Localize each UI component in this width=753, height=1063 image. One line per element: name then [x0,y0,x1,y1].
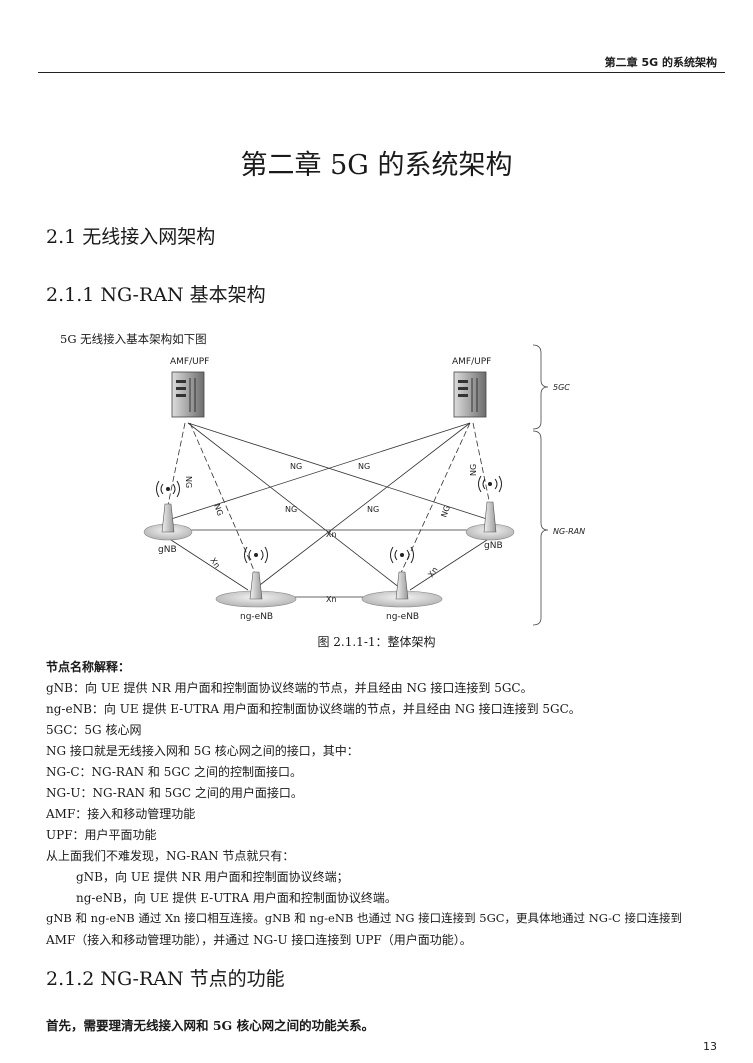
node-definitions-heading: 节点名称解释： [46,660,131,674]
ng-label: NG [358,462,370,471]
ng-label: NG [285,505,297,514]
intro-text: 5G 无线接入基本架构如下图 [60,332,207,346]
body-line: 5GC：5G 核心网 [46,723,142,737]
running-header: 第二章 5G 的系统架构 [604,56,717,69]
body-line: NG-C：NG-RAN 和 5GC 之间的控制面接口。 [46,765,302,779]
ng-label: NG [439,504,452,519]
5gc-label: 5GC [553,383,570,392]
body-line: NG 接口就是无线接入网和 5G 核心网之间的接口，其中： [46,744,359,758]
ng-enb-label: ng-eNB [240,612,273,622]
body-line: ng-eNB：向 UE 提供 E-UTRA 用户面和控制面协议终端的节点，并且经… [46,702,581,716]
ng-ran-label: NG-RAN [553,527,585,536]
ng-enb-base-station-icon [215,546,297,608]
ng-label: NG [184,476,193,488]
body-line: ng-eNB，向 UE 提供 E-UTRA 用户面和控制面协议终端。 [76,891,397,905]
section-heading-2-1: 2.1 无线接入网架构 [46,226,216,248]
ng-label: NG [367,505,379,514]
ng-label: NG [290,462,302,471]
ng-label: NG [212,503,225,518]
xn-label: Xn [326,530,337,539]
section-heading-2-1-2: 2.1.2 NG-RAN 节点的功能 [46,968,285,990]
body-line: gNB，向 UE 提供 NR 用户面和控制面协议终端； [76,870,349,884]
gnb-label: gNB [158,545,177,555]
gnb-base-station-icon [143,480,193,541]
body-line: NG-U：NG-RAN 和 5GC 之间的用户面接口。 [46,786,303,800]
body-line: gNB：向 UE 提供 NR 用户面和控制面协议终端的节点，并且经由 NG 接口… [46,681,533,695]
amf-upf-label: AMF/UPF [170,357,209,367]
server-icon [453,371,487,418]
header-rule [38,72,725,73]
section-heading-2-1-1: 2.1.1 NG-RAN 基本架构 [46,284,266,306]
ng-ran-brace [532,430,549,626]
xn-label: Xn [326,595,337,604]
body-line: AMF（接入和移动管理功能），并通过 NG-U 接口连接到 UPF（用户面功能）… [46,933,472,947]
ng-enb-base-station-icon [361,546,443,608]
figure-caption: 图 2.1.1-1：整体架构 [317,635,436,649]
xn-label: Xn [426,565,439,579]
gnb-label: gNB [484,541,503,551]
body-line: gNB 和 ng-eNB 通过 Xn 接口相互连接。gNB 和 ng-eNB 也… [46,911,683,925]
body-line: UPF：用户平面功能 [46,828,157,842]
amf-upf-label: AMF/UPF [452,357,491,367]
ng-enb-label: ng-eNB [386,612,419,622]
server-icon [171,371,205,418]
chapter-title: 第二章 5G 的系统架构 [240,150,513,181]
ng-ran-architecture-diagram: NG NG NG NG Xn Xn NG NG NG NG Xn Xn AMF/… [143,344,585,626]
xn-label: Xn [208,556,221,570]
5gc-brace [532,344,549,430]
body-line: 从上面我们不难发现，NG-RAN 节点就只有： [46,849,295,863]
gnb-base-station-icon [465,475,515,541]
body-line: AMF：接入和移动管理功能 [46,807,196,821]
ng-label: NG [469,464,478,476]
page-number: 13 [703,1040,717,1053]
closing-text: 首先，需要理清无线接入网和 5G 核心网之间的功能关系。 [46,1018,375,1033]
